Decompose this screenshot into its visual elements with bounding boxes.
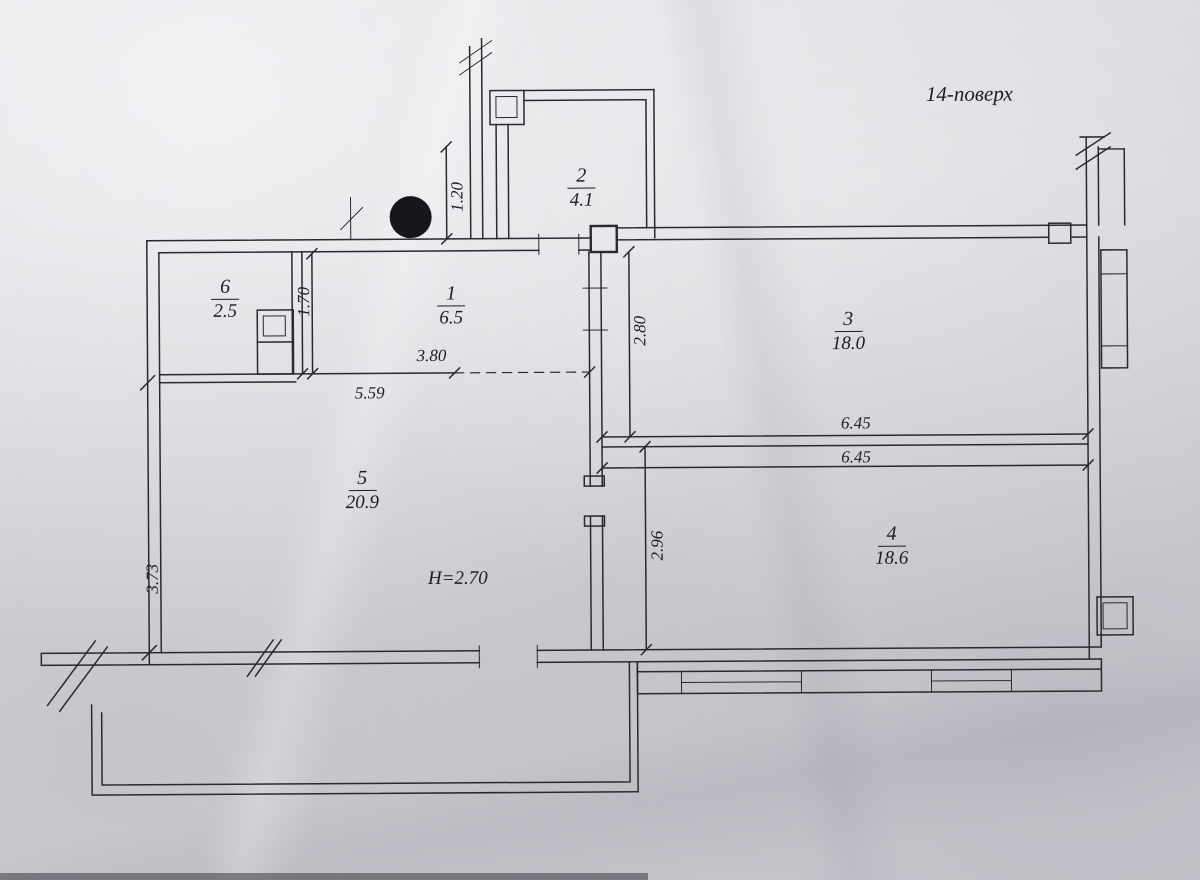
right-duct-symbol (1096, 595, 1134, 636)
balcony-outline (90, 661, 639, 796)
riser-tick-symbol (340, 197, 364, 241)
dim-1-20: 1.20 (447, 181, 467, 212)
room-number: 2 (567, 165, 596, 189)
structural-columns (589, 222, 1072, 254)
parapet-band (636, 658, 1103, 695)
room-area: 20.9 (345, 491, 380, 514)
pilaster-symbol (1047, 222, 1072, 245)
dim-1-70: 1.70 (294, 286, 314, 317)
room-number: 5 (348, 467, 377, 492)
dim-6-45-bottom: 6.45 (841, 447, 872, 467)
room-area: 18.0 (831, 332, 866, 355)
room-area: 4.1 (569, 189, 594, 211)
dim-2-80: 2.80 (630, 315, 650, 346)
room-label-2: 2 4.1 (567, 165, 596, 211)
dimension-lines (139, 140, 1095, 661)
room-label-4: 4 18.6 (875, 523, 909, 569)
section-break-marks (46, 131, 1126, 713)
room-number: 1 (437, 282, 466, 307)
room-area: 2.5 (213, 300, 238, 322)
windows (636, 249, 1134, 695)
floor-title: 14-поверх (925, 81, 1013, 107)
outer-walls (40, 224, 1103, 669)
room-area: 6.5 (439, 307, 464, 329)
room-number: 4 (877, 523, 906, 547)
column-symbol (589, 224, 619, 254)
dim-3-73: 3.73 (142, 563, 162, 594)
room-number: 3 (834, 308, 863, 333)
vent-shaft-and-balcony-room (458, 37, 656, 240)
interior-walls (158, 251, 1089, 651)
riser-pipe-symbol (389, 196, 432, 239)
dim-5-59: 5.59 (354, 383, 385, 403)
fixtures (256, 196, 432, 375)
photo-edge-shadow (0, 873, 648, 880)
dim-6-45-top: 6.45 (840, 413, 871, 433)
room-label-3: 3 18.0 (831, 308, 866, 355)
room-area: 18.6 (875, 547, 909, 569)
dim-3-80: 3.80 (416, 345, 447, 366)
room-label-1: 1 6.5 (437, 282, 466, 329)
dim-2-96: 2.96 (647, 530, 667, 561)
shaft-window-symbol (489, 89, 525, 126)
ceiling-height-note: H=2.70 (427, 567, 488, 590)
room-label-5: 5 20.9 (345, 467, 380, 514)
room-number: 6 (210, 276, 240, 300)
room-label-6: 6 2.5 (210, 276, 240, 322)
right-window-bay (1100, 249, 1129, 369)
